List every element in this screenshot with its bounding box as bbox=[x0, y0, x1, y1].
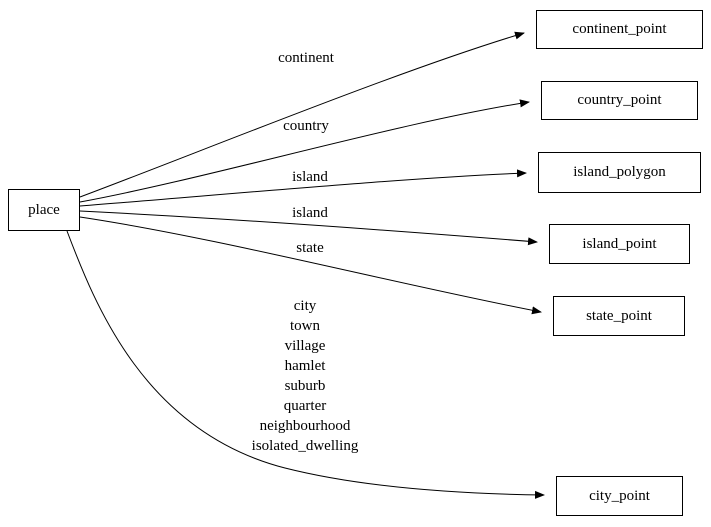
edge-label-island-polygon: island bbox=[292, 169, 328, 185]
node-island-point: island_point bbox=[549, 224, 690, 264]
node-city-point-label: city_point bbox=[589, 487, 650, 504]
node-island-point-label: island_point bbox=[582, 235, 657, 252]
node-island-polygon-label: island_polygon bbox=[573, 164, 666, 180]
edge-label-line-isolated-dwelling: isolated_dwelling bbox=[251, 438, 359, 454]
edge-label-line-village: village bbox=[284, 338, 326, 354]
edge-label-city-point: city town village hamlet suburb quarter … bbox=[252, 296, 359, 456]
edge-label-line-quarter: quarter bbox=[283, 398, 327, 414]
edge-label-line-town: town bbox=[290, 318, 320, 334]
node-country-point-label: country_point bbox=[577, 92, 662, 108]
edge-label-line-city: city bbox=[293, 298, 317, 314]
edge-label-island-point: island bbox=[292, 205, 328, 221]
node-continent-point: continent_point bbox=[536, 10, 703, 49]
edge-label-line-suburb: suburb bbox=[284, 378, 326, 394]
edge-label-state: state bbox=[296, 240, 324, 256]
edge-label-country: country bbox=[283, 118, 329, 134]
node-city-point: city_point bbox=[556, 476, 683, 516]
edge-label-line-neighbourhood: neighbourhood bbox=[259, 418, 351, 434]
node-island-polygon: island_polygon bbox=[538, 152, 701, 193]
node-state-point-label: state_point bbox=[586, 307, 652, 324]
node-country-point: country_point bbox=[541, 81, 698, 120]
edge-label-line-hamlet: hamlet bbox=[284, 358, 326, 374]
node-state-point: state_point bbox=[553, 296, 685, 336]
edge-label-continent: continent bbox=[278, 50, 334, 66]
node-continent-point-label: continent_point bbox=[572, 21, 667, 37]
node-place: place bbox=[8, 189, 80, 231]
node-place-label: place bbox=[28, 201, 60, 218]
